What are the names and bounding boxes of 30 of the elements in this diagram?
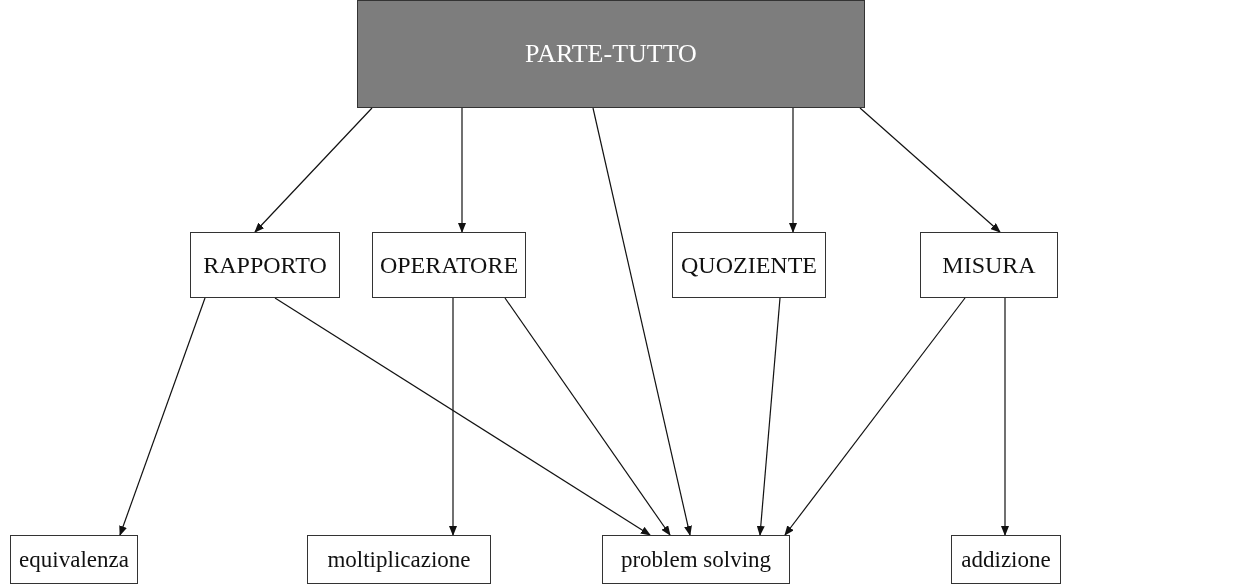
node-label: OPERATORE: [379, 251, 519, 279]
concept-box: [190, 232, 340, 298]
arrow: [756, 297, 781, 536]
arrow: [274, 297, 651, 536]
concept-box: [372, 232, 526, 298]
concept-box: [307, 535, 491, 584]
node-label: equivalenza: [19, 546, 129, 573]
node-label: QUOZIENTE: [681, 251, 817, 279]
node-label: problem solving: [620, 546, 772, 573]
arrow: [789, 107, 797, 233]
node-label: MISURA: [942, 251, 1036, 279]
header-box: [357, 0, 865, 108]
arrow: [859, 107, 1001, 233]
arrow: [458, 107, 466, 233]
node-label: moltiplicazione: [327, 546, 471, 573]
arrow: [1001, 297, 1009, 536]
node-label: addizione: [961, 546, 1051, 573]
concept-box: [10, 535, 138, 584]
arrow: [592, 107, 692, 536]
concept-box: [602, 535, 790, 584]
arrow: [254, 107, 373, 233]
concept-box: [920, 232, 1058, 298]
concept-box: [672, 232, 826, 298]
arrow: [449, 297, 457, 536]
node-label: RAPPORTO: [203, 251, 327, 279]
node-label: PARTE-TUTTO: [525, 39, 697, 69]
arrow: [784, 297, 966, 536]
concept-box: [951, 535, 1061, 584]
arrow: [119, 297, 206, 536]
arrow: [504, 297, 671, 536]
